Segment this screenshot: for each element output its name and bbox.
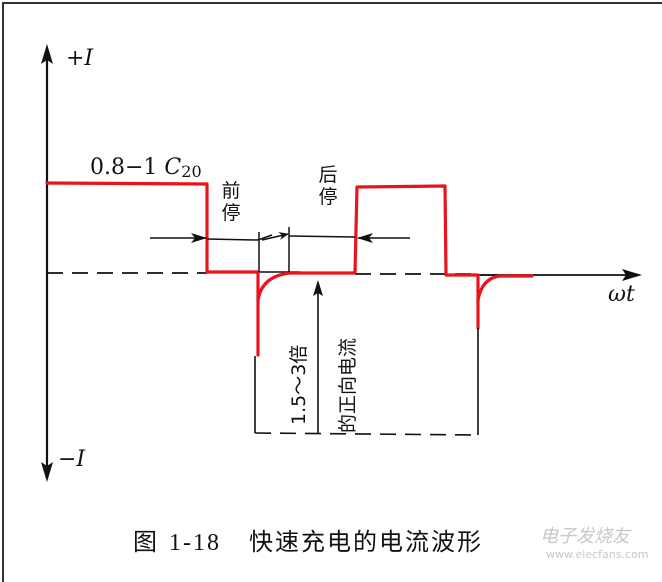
watermark-logo-text: 电子发烧友 <box>540 526 630 547</box>
charge-current-range: 0.8−1 <box>90 155 165 180</box>
charge-current-label: 0.8−1 C20 <box>90 155 202 181</box>
front-pause-char-2: 停 <box>221 202 241 224</box>
waveform-diagram <box>41 44 642 482</box>
y-negative-label: −I <box>58 447 86 472</box>
discharge-ratio-label: 1.5～3倍 <box>288 344 310 425</box>
x-axis-arrow-icon <box>622 269 642 281</box>
capacity-subscript: 20 <box>181 162 202 181</box>
figure-number: 1-18 <box>169 530 221 556</box>
pause-dimension-lines <box>150 227 410 272</box>
up-arrow-icon <box>313 280 323 296</box>
current-waveform <box>45 181 534 357</box>
y-axis <box>41 44 53 482</box>
figure-caption: 图 1-18 快速充电的电流波形 <box>133 522 483 557</box>
rear-pause-char-1: 后 <box>318 164 338 186</box>
figure-label: 图 <box>133 528 159 556</box>
figure-title: 快速充电的电流波形 <box>249 528 483 556</box>
discharge-dimension-box <box>254 328 479 436</box>
front-pause-label: 前 停 <box>220 180 242 224</box>
front-pause-char-1: 前 <box>221 180 241 202</box>
discharge-magnitude-arrow <box>313 280 323 433</box>
watermark-url: www.elecfans.com <box>546 548 649 561</box>
y-axis-down-arrow-icon <box>41 462 53 482</box>
capacity-symbol: C <box>164 155 182 180</box>
x-axis-label: ωt <box>608 282 635 307</box>
x-axis <box>47 269 642 281</box>
y-axis-up-arrow-icon <box>41 44 53 64</box>
rear-pause-label: 后 停 <box>317 164 339 208</box>
rear-pause-char-2: 停 <box>318 186 338 208</box>
y-positive-label: +I <box>66 46 94 71</box>
discharge-description-label: 的正向电流 <box>337 337 359 433</box>
